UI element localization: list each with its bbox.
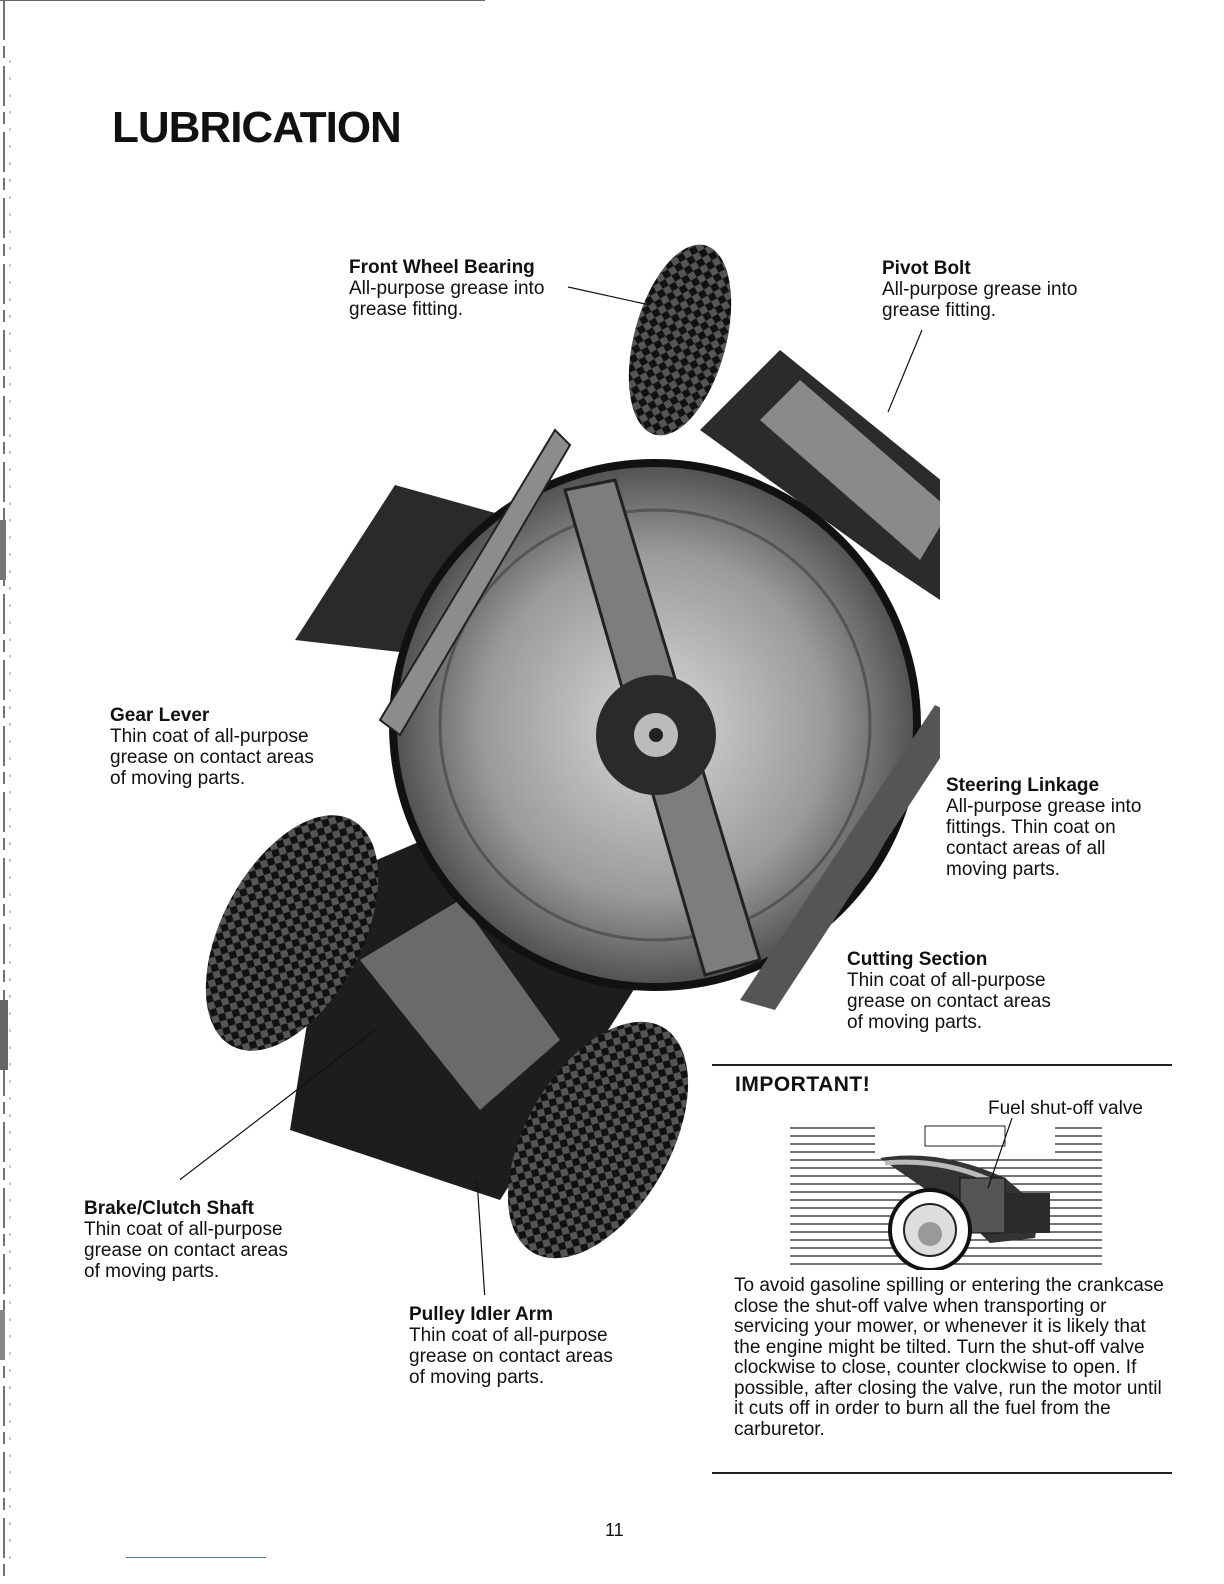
fuel-valve-label: Fuel shut-off valve bbox=[988, 1098, 1143, 1119]
callout-brake-clutch-shaft: Brake/Clutch Shaft Thin coat of all-purp… bbox=[84, 1198, 288, 1282]
callout-steering-linkage: Steering Linkage All-purpose grease into… bbox=[946, 775, 1141, 880]
callout-heading: Pivot Bolt bbox=[882, 258, 971, 279]
top-rule bbox=[0, 0, 485, 1]
callout-heading: Steering Linkage bbox=[946, 775, 1100, 796]
important-heading: IMPORTANT! bbox=[735, 1073, 871, 1096]
rear-left-wheel bbox=[205, 815, 379, 1051]
callout-body: Thin coat of all-purpose grease on conta… bbox=[847, 970, 1051, 1033]
callout-heading: Pulley Idler Arm bbox=[409, 1304, 553, 1325]
deck-bar bbox=[378, 428, 572, 737]
callout-cutting-section: Cutting Section Thin coat of all-purpose… bbox=[847, 949, 1051, 1033]
callout-pivot-bolt: Pivot Bolt All-purpose grease into greas… bbox=[882, 258, 1077, 321]
important-top-rule bbox=[712, 1064, 1172, 1066]
callout-heading: Brake/Clutch Shaft bbox=[84, 1198, 254, 1219]
fuel-shutoff-valve-illustration bbox=[790, 1118, 1102, 1270]
callout-gear-lever: Gear Lever Thin coat of all-purpose grea… bbox=[110, 705, 314, 789]
important-bottom-rule bbox=[712, 1472, 1172, 1474]
page-number: 11 bbox=[605, 1520, 624, 1540]
callout-front-wheel-bearing: Front Wheel Bearing All-purpose grease i… bbox=[349, 257, 544, 320]
front-frame bbox=[700, 350, 940, 600]
bottom-rule bbox=[126, 1557, 266, 1558]
leader-lines bbox=[180, 286, 923, 1295]
callout-body: Thin coat of all-purpose grease on conta… bbox=[110, 726, 314, 789]
callout-body: All-purpose grease into grease fitting. bbox=[882, 279, 1078, 321]
callout-body: Thin coat of all-purpose grease on conta… bbox=[409, 1325, 613, 1388]
front-left-wheel bbox=[628, 244, 732, 436]
callout-heading: Front Wheel Bearing bbox=[349, 257, 535, 278]
important-instructions: To avoid gasoline spilling or entering t… bbox=[734, 1275, 1164, 1440]
callout-pulley-idler-arm: Pulley Idler Arm Thin coat of all-purpos… bbox=[409, 1304, 613, 1388]
callout-heading: Gear Lever bbox=[110, 705, 210, 726]
callout-body: Thin coat of all-purpose grease on conta… bbox=[84, 1219, 288, 1282]
callout-body: All-purpose grease into fittings. Thin c… bbox=[946, 796, 1142, 880]
scan-binding-edge bbox=[0, 0, 11, 1584]
mower-underside-illustration bbox=[180, 244, 940, 1295]
rear-right-wheel bbox=[507, 1021, 689, 1259]
callout-body: All-purpose grease into grease fitting. bbox=[349, 278, 545, 320]
callout-heading: Cutting Section bbox=[847, 949, 988, 970]
page-title: LUBRICATION bbox=[112, 103, 402, 152]
